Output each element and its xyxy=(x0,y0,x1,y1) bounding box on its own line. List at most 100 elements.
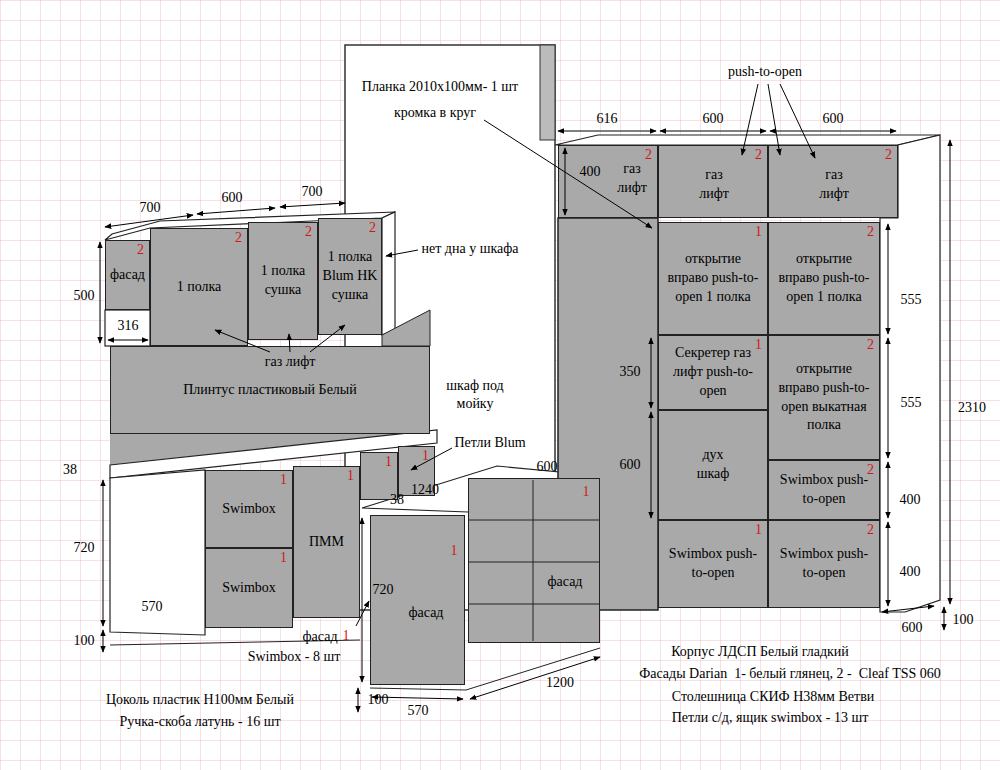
dimension-label: 600 xyxy=(537,458,558,476)
dimension-label: 570 xyxy=(142,598,163,616)
cabinet-front: 2открытие вправо push-to-open 1 полка xyxy=(768,222,880,335)
dimension-line xyxy=(280,203,345,207)
cabinet-front: 2 газ лифт xyxy=(768,145,898,218)
dimension-label: 600 xyxy=(620,456,641,474)
front-label: 1 полка xyxy=(261,262,306,281)
front-label: газ лифт xyxy=(609,160,655,198)
callout-number: 1 xyxy=(385,454,392,471)
dimension-line xyxy=(888,462,889,518)
front-label: открытие вправо push-to-open 1 полка xyxy=(667,250,759,307)
dimension-label: 38 xyxy=(390,491,404,509)
note-label: Swimbox - 8 шт xyxy=(248,648,341,666)
leader-arrow xyxy=(742,84,758,155)
drawer-divider xyxy=(469,562,599,563)
dimension-label: 350 xyxy=(620,363,641,381)
callout-number: 2 xyxy=(645,147,652,164)
dimension-label: 720 xyxy=(74,539,95,557)
dimension-line xyxy=(944,607,945,630)
cabinet-front: 21 полка xyxy=(150,228,248,346)
callout-number: 1 xyxy=(755,522,762,539)
cabinet-front: 2Swimbox push-to-open xyxy=(768,460,880,520)
dimension-line xyxy=(888,224,889,334)
front-label: фасад xyxy=(401,604,451,623)
dimension-label: 2310 xyxy=(958,399,986,417)
cabinet-front: 1Swimbox push-to-open xyxy=(658,520,768,608)
note-label: фасад xyxy=(302,628,337,646)
dimension-label: 555 xyxy=(901,394,922,412)
front-label: Swimbox xyxy=(222,500,276,519)
dimension-label: 700 xyxy=(302,183,323,201)
cabinet-front: 2газ лифт xyxy=(658,145,768,218)
dimension-label: 600 xyxy=(823,110,844,128)
front-label: газ лифт xyxy=(811,166,857,204)
plank-edge xyxy=(540,45,555,140)
dimension-line xyxy=(950,140,951,604)
cabinet-front: 1ПММ xyxy=(293,466,360,618)
dimension-label: 400 xyxy=(900,491,921,509)
dimension-label: 500 xyxy=(74,287,95,305)
dimension-line xyxy=(103,480,104,626)
cabinet-side xyxy=(110,470,205,635)
dimension-line xyxy=(558,131,656,132)
cabinet-front: 1Секретер газ лифт push-to-open xyxy=(658,335,768,410)
dimension-label: 555 xyxy=(901,291,922,309)
front-label: фасад xyxy=(110,266,145,285)
callout-number: 1 xyxy=(343,627,350,645)
front-label: газ лифт xyxy=(691,166,737,204)
dimension-line xyxy=(651,338,652,408)
cabinet-front: 2 фасад xyxy=(105,240,150,310)
cabinet-front: 1открытие вправо push-to-open 1 полка xyxy=(658,222,768,335)
drawer-divider xyxy=(469,520,599,521)
front-label: Плинтус пластиковый Белый xyxy=(183,381,356,400)
dimension-line xyxy=(197,208,275,214)
cabinet-front: 2газ лифт xyxy=(558,145,658,218)
dimension-line xyxy=(770,131,896,132)
dimension-label: 100 xyxy=(74,632,95,650)
cabinet-front: 1фасад xyxy=(370,515,465,685)
callout-number: 2 xyxy=(235,230,242,247)
front-label: Swimbox push-to-open xyxy=(778,471,870,509)
dimension-line xyxy=(105,215,193,227)
leader-arrow xyxy=(780,84,815,158)
tall-unit-top xyxy=(555,135,940,145)
front-label: сушка xyxy=(265,281,302,300)
dimension-line xyxy=(651,412,652,518)
note-label: Столешница СКИФ H38мм Ветви xyxy=(672,688,875,706)
callout-number: 2 xyxy=(305,224,312,241)
cabinet-front: 1Swimbox xyxy=(205,470,293,548)
drawer-divider xyxy=(533,480,534,641)
callout-number: 2 xyxy=(867,224,874,241)
front-label: 1 полка Blum HK сушка xyxy=(322,248,378,305)
dimension-line xyxy=(100,242,101,343)
callout-number: 2 xyxy=(867,522,874,539)
note-label: Планка 2010x100мм- 1 шт xyxy=(362,78,518,96)
front-label: Секретер газ лифт push-to-open xyxy=(667,344,759,401)
dimension-label: 400 xyxy=(580,163,601,181)
callout-number: 2 xyxy=(885,147,892,164)
dimension-label: 1200 xyxy=(546,674,574,692)
dimension-line xyxy=(660,131,766,132)
callout-number: 2 xyxy=(137,242,144,259)
callout-number: 1 xyxy=(579,483,593,502)
cabinet-front: 1фасад xyxy=(468,478,600,643)
note-label: нет дна у шкафа xyxy=(421,240,518,258)
cabinet-front: 2открытие вправо push-to-open выкатная п… xyxy=(768,335,880,460)
front-label: Swimbox push-to-open xyxy=(667,545,759,583)
cabinet-front: 2 1 полкасушка xyxy=(248,222,318,340)
dimension-line xyxy=(888,522,889,606)
note-label: Петли с/д, ящик swimbox - 13 шт xyxy=(672,709,869,727)
callout-number: 1 xyxy=(280,472,287,489)
dimension-label: 600 xyxy=(902,619,923,637)
note-label: Фасады Darian 1- белый глянец, 2 - Cleaf… xyxy=(639,665,941,683)
callout-number: 1 xyxy=(422,448,429,465)
dimension-line xyxy=(362,518,363,682)
leader-arrow xyxy=(386,250,418,256)
leader-arrow xyxy=(310,325,345,352)
note-label: кромка в круг xyxy=(394,104,476,122)
dimension-line xyxy=(565,148,566,215)
dimension-line xyxy=(108,340,148,341)
backsplash xyxy=(382,310,430,346)
note-label: push-to-open xyxy=(728,63,802,81)
